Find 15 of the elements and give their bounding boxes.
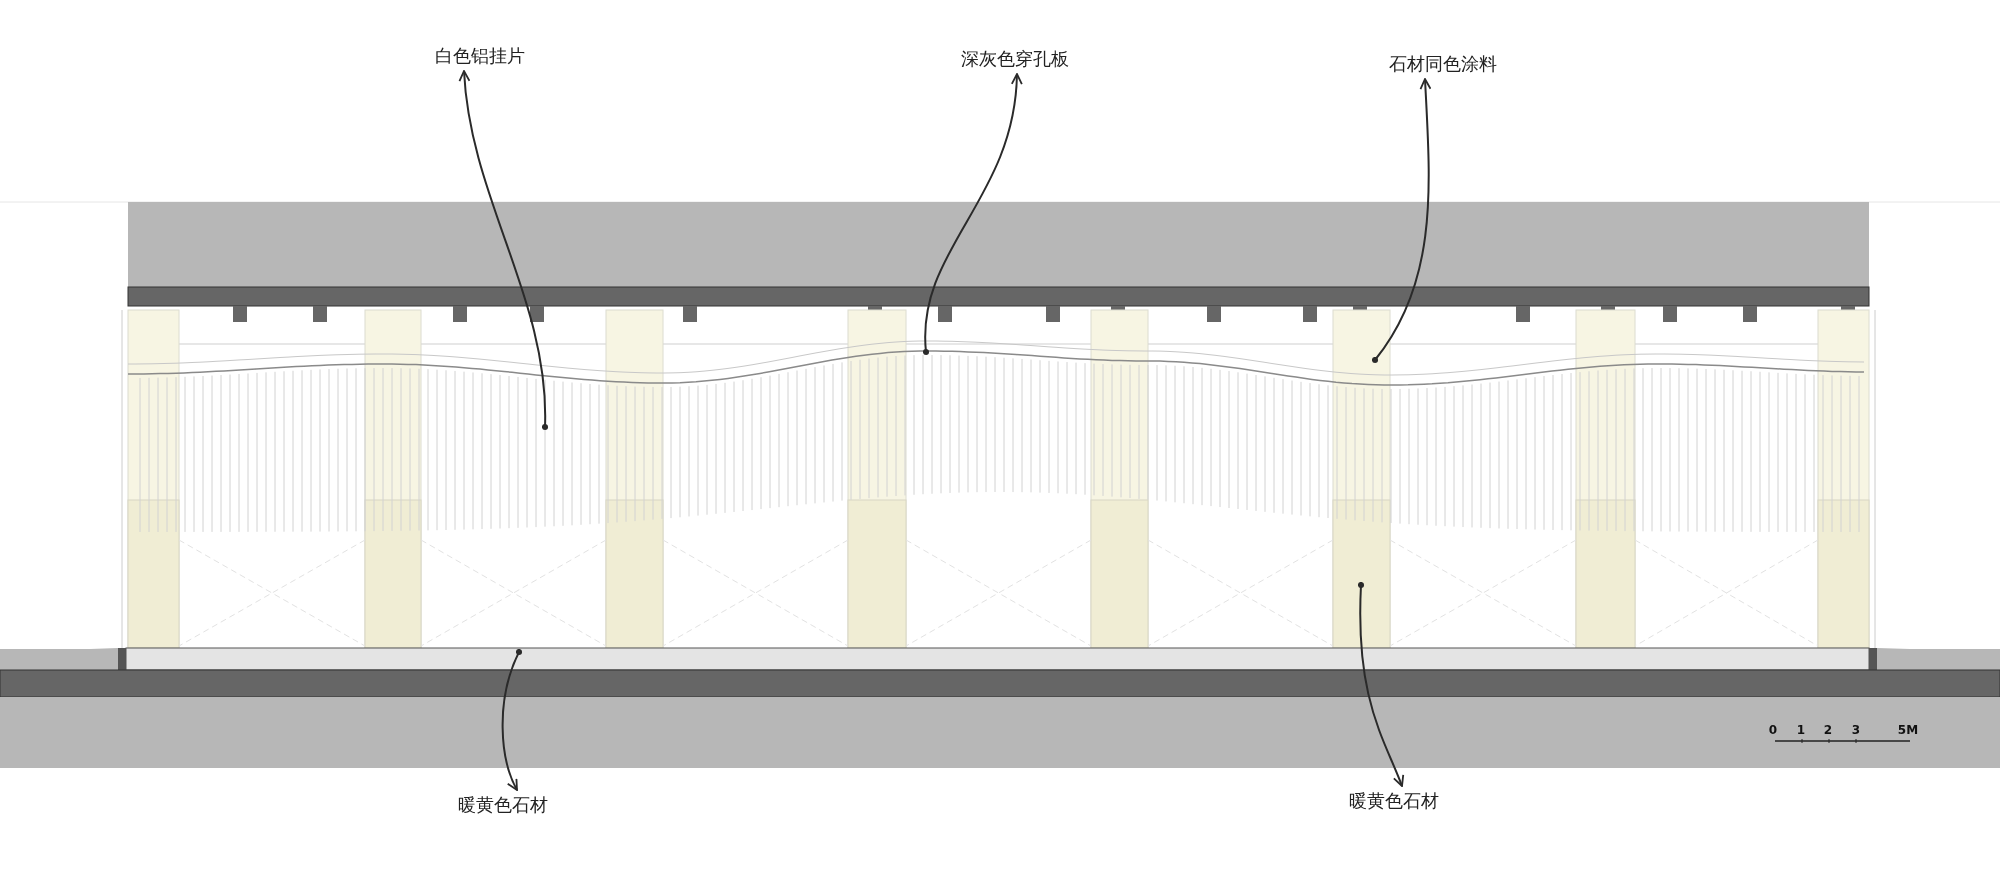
- scale-number: 5M: [1897, 723, 1919, 737]
- leader-line: [1371, 78, 1432, 364]
- leader-line: [922, 73, 1023, 356]
- scale-number: 3: [1851, 723, 1861, 737]
- material-label: 深灰色穿孔板: [957, 44, 1073, 74]
- material-label: 暖黄色石材: [454, 790, 552, 820]
- scale-number: 0: [1768, 723, 1778, 737]
- leader-line: [1357, 581, 1404, 787]
- scale-number: 2: [1823, 723, 1833, 737]
- scale-number: 1: [1796, 723, 1806, 737]
- leader-line: [459, 70, 549, 431]
- material-label: 暖黄色石材: [1345, 786, 1443, 816]
- leader-line: [501, 648, 523, 791]
- material-label: 白色铝挂片: [431, 41, 529, 71]
- material-label: 石材同色涂料: [1385, 49, 1501, 79]
